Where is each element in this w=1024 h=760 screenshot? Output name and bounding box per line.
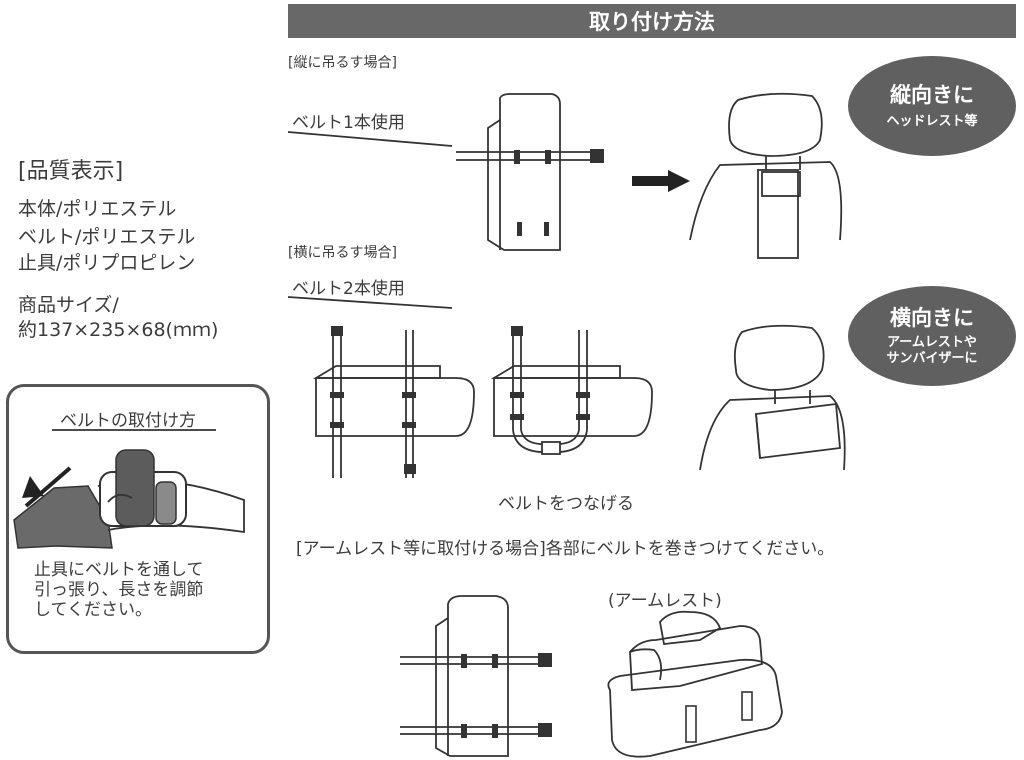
horizontal-bubble: 横向きに アームレストや サンバイザーに [848,286,1016,386]
vertical-belt-label: ベルト1本使用 [292,113,405,133]
horizontal-pouch-illustration-2 [490,326,653,455]
howto-title: ベルトの取付け方 [60,411,196,431]
size-label: 商品サイズ/ [18,294,119,316]
horizontal-label-underline [287,296,453,309]
horizontal-heading: [横に吊るす場合] [288,245,397,261]
armrest-instruction: [アームレスト等に取付ける場合]各部にベルトを巻きつけてください。 [296,539,835,559]
armrest-caption: (アームレスト) [608,591,722,611]
quality-line-belt: ベルト/ポリエステル [18,226,196,248]
vertical-bubble: 縦向きに ヘッドレスト等 [848,56,1016,156]
vertical-pouch-illustration [456,93,604,251]
size-value: 約137×235×68(ｍｍ) [18,319,219,341]
quality-line-body: 本体/ポリエステル [18,198,177,220]
horizontal-bubble-sub-2: サンバイザーに [886,351,978,366]
quality-line-buckle: 止具/ポリプロピレン [18,252,196,274]
howto-box [6,384,270,654]
seat-vertical-illustration [689,92,843,259]
arrow-icon [632,170,690,192]
buckle-illustration [13,449,245,549]
vertical-bubble-sub: ヘッドレスト等 [886,114,978,129]
armrest-illustration [607,610,783,758]
connect-belt-label: ベルトをつなげる [498,494,634,514]
seat-horizontal-illustration [699,324,846,471]
vertical-bubble-main: 縦向きに [890,83,974,107]
vertical-label-underline [287,131,453,147]
page-title: 取り付け方法 [288,4,1016,38]
howto-text-1: 止具にベルトを通して [34,560,204,580]
armrest-pouch-illustration [400,595,552,757]
horizontal-belt-label: ベルト2本使用 [292,279,405,299]
horizontal-bubble-sub-1: アームレストや [887,335,977,350]
howto-text-2: 引っ張り、長さを調節 [34,580,204,600]
vertical-heading: [縦に吊るす場合] [288,55,397,71]
howto-text-3: してください。 [34,600,152,620]
quality-heading: [品質表示] [18,159,124,184]
horizontal-pouch-illustration-1 [312,326,475,478]
horizontal-bubble-main: 横向きに [890,306,974,330]
